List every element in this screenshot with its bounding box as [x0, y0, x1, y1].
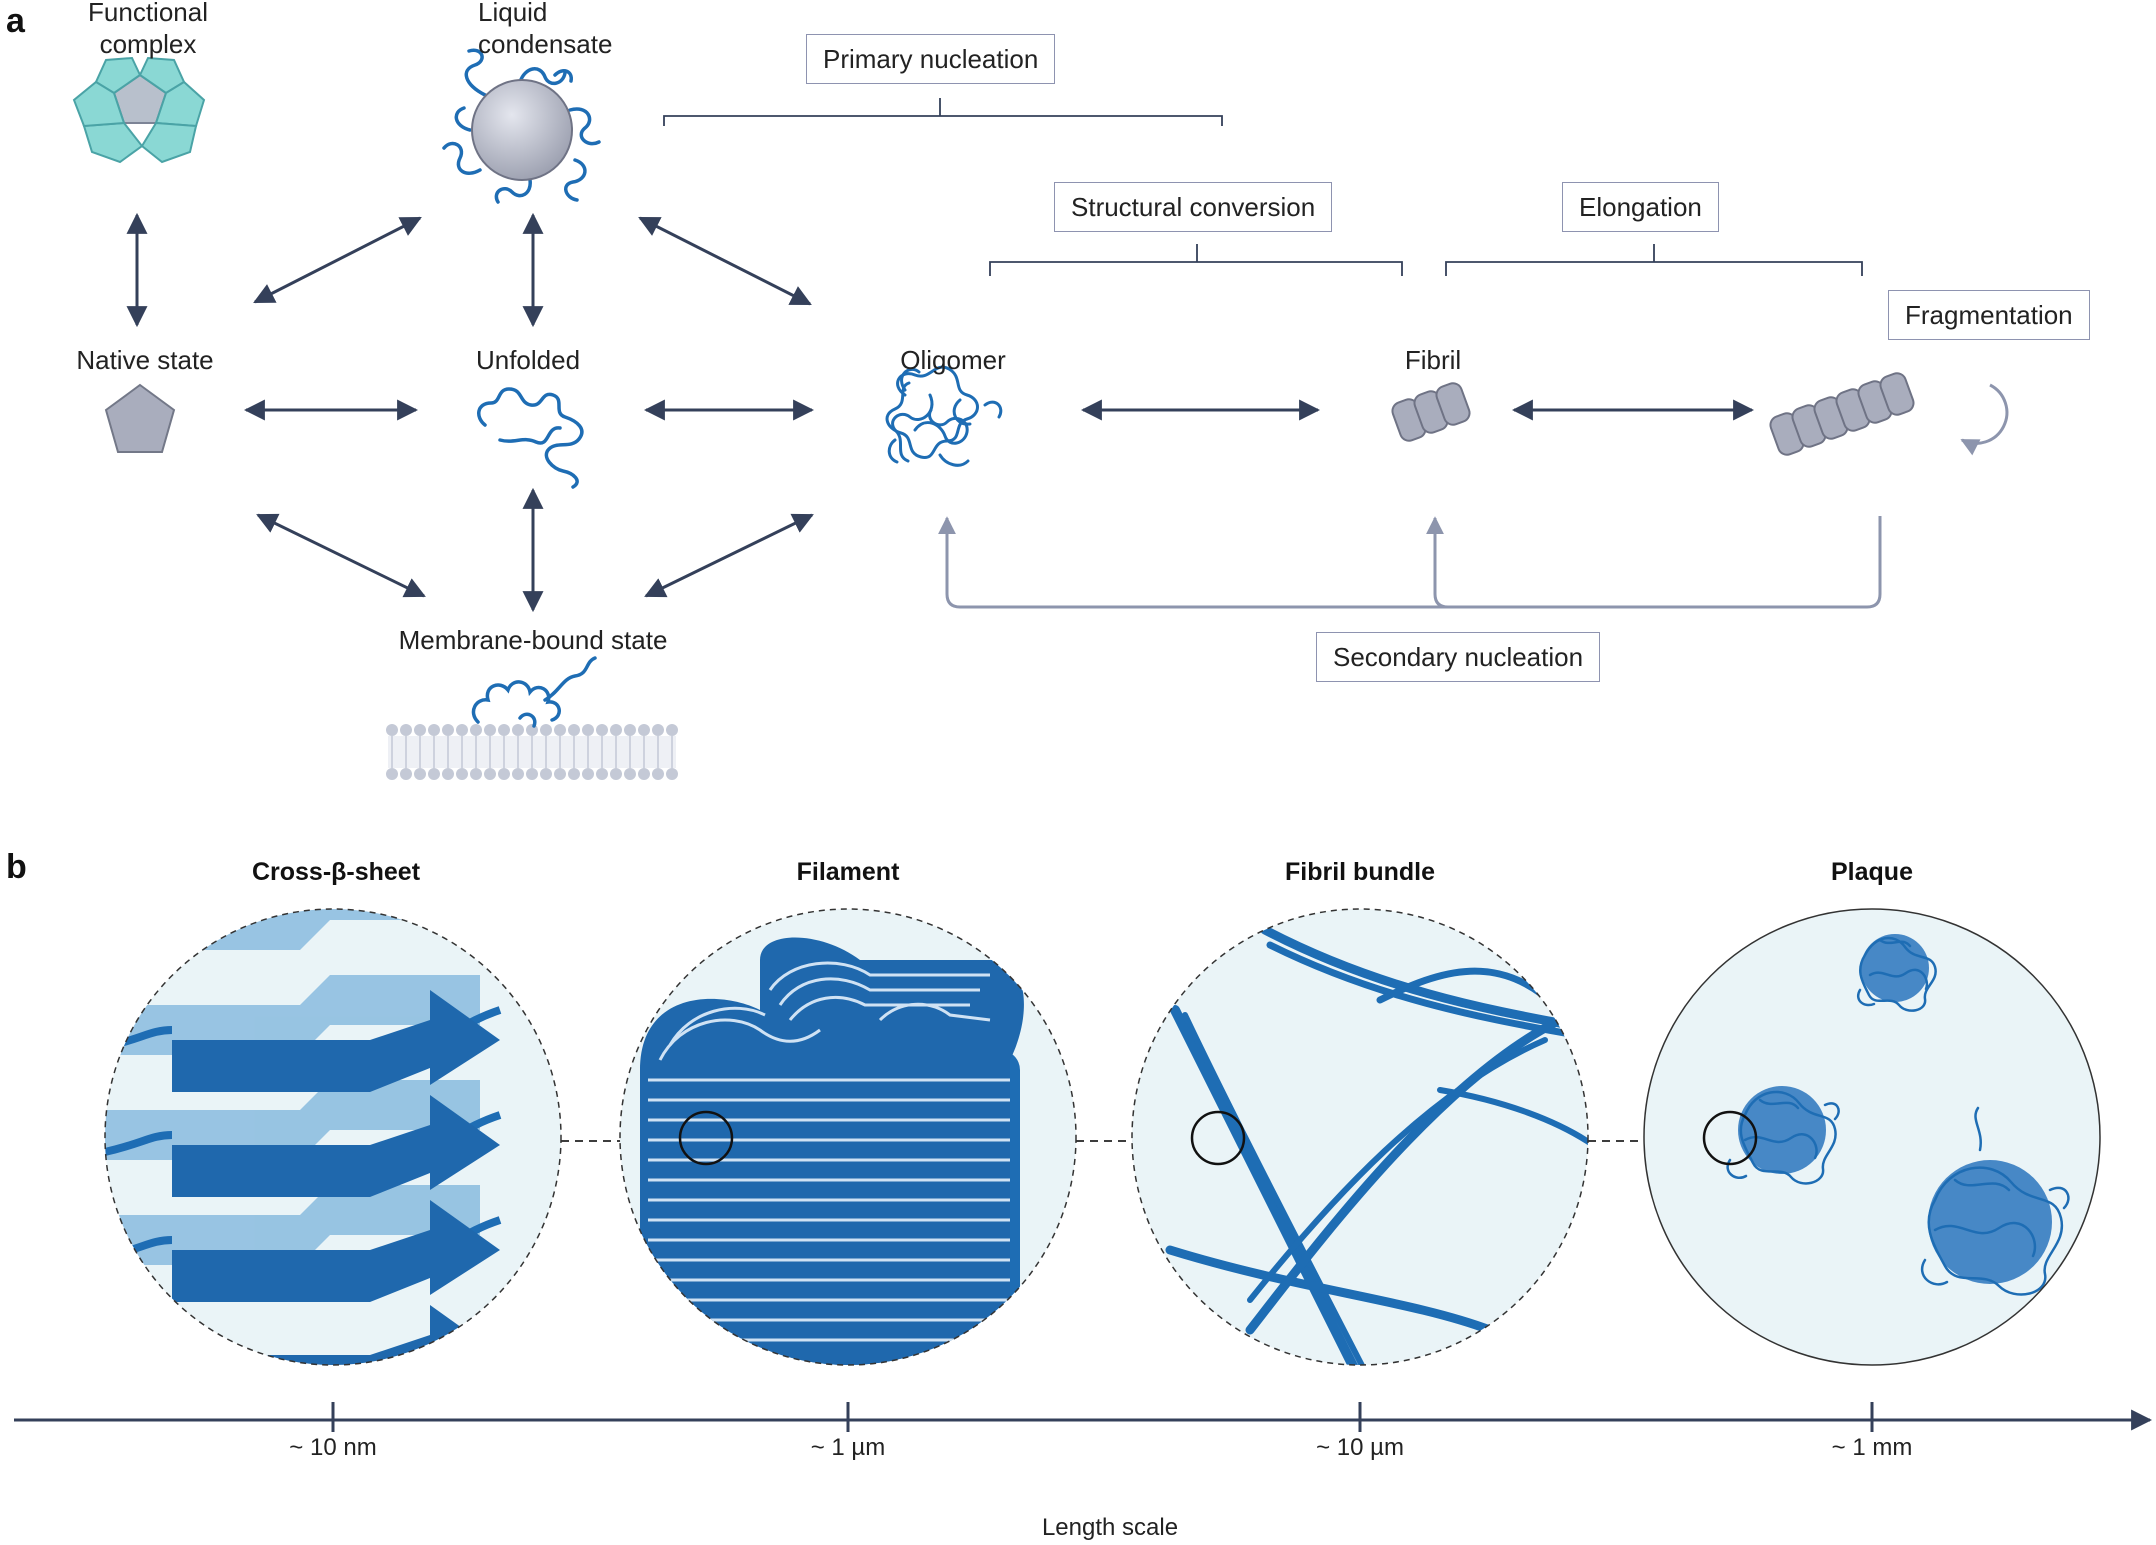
panel-b-label: b	[6, 848, 27, 886]
title-fibril-bundle: Fibril bundle	[1285, 858, 1435, 886]
label-native-state: Native state	[76, 345, 214, 375]
unfolded-icon	[477, 387, 584, 489]
label-oligomer: Oligomer	[900, 345, 1006, 375]
length-scale-axis	[14, 1402, 2153, 1432]
box-primary-nucleation: Primary nucleation	[806, 34, 1056, 84]
box-elongation: Elongation	[1562, 182, 1719, 232]
label-unfolded: Unfolded	[475, 345, 581, 375]
plaque-cluster-medium	[1726, 1086, 1840, 1185]
label-functional-complex: Functional complex	[88, 0, 208, 59]
functional-complex-icon	[72, 56, 206, 164]
fragmentation-cycle-icon	[1960, 383, 2009, 456]
tick-1um: ~ 1 µm	[810, 1434, 886, 1461]
label-liquid-condensate: Liquid condensate	[478, 0, 613, 59]
box-structural-conversion: Structural conversion	[1054, 182, 1333, 232]
tick-10nm: ~ 10 nm	[289, 1434, 377, 1461]
title-cross-beta-sheet: Cross-β-sheet	[251, 858, 421, 886]
liquid-condensate-icon	[442, 48, 601, 204]
secondary-nucleation-path	[938, 516, 1882, 609]
tick-1mm: ~ 1 mm	[1831, 1434, 1913, 1461]
box-secondary-nucleation: Secondary nucleation	[1316, 632, 1601, 682]
axis-label-length-scale: Length scale	[1041, 1514, 1179, 1541]
membrane-bound-icon	[386, 656, 678, 780]
box-fragmentation: Fragmentation	[1888, 290, 2090, 340]
fibril-icon	[1391, 382, 1471, 442]
long-fibril-icon	[1769, 372, 1915, 456]
plaque-circle	[1643, 908, 2101, 1366]
panel-a-label: a	[6, 2, 25, 40]
label-fibril: Fibril	[1404, 345, 1462, 375]
plaque-cluster-small	[1857, 934, 1937, 1012]
plaque-cluster-large	[1921, 1106, 2070, 1296]
fibril-bundle-circle	[1131, 908, 1589, 1366]
cross-beta-sheet-circle	[104, 908, 562, 1366]
tick-10um: ~ 10 µm	[1316, 1434, 1404, 1461]
transition-arrows	[126, 212, 1755, 613]
title-filament: Filament	[796, 858, 900, 886]
title-plaque: Plaque	[1831, 858, 1913, 886]
oligomer-icon	[885, 365, 1003, 467]
filament-circle	[619, 908, 1077, 1366]
label-membrane-bound: Membrane-bound state	[398, 625, 668, 655]
process-brackets	[663, 98, 1863, 276]
native-state-icon	[104, 383, 176, 453]
